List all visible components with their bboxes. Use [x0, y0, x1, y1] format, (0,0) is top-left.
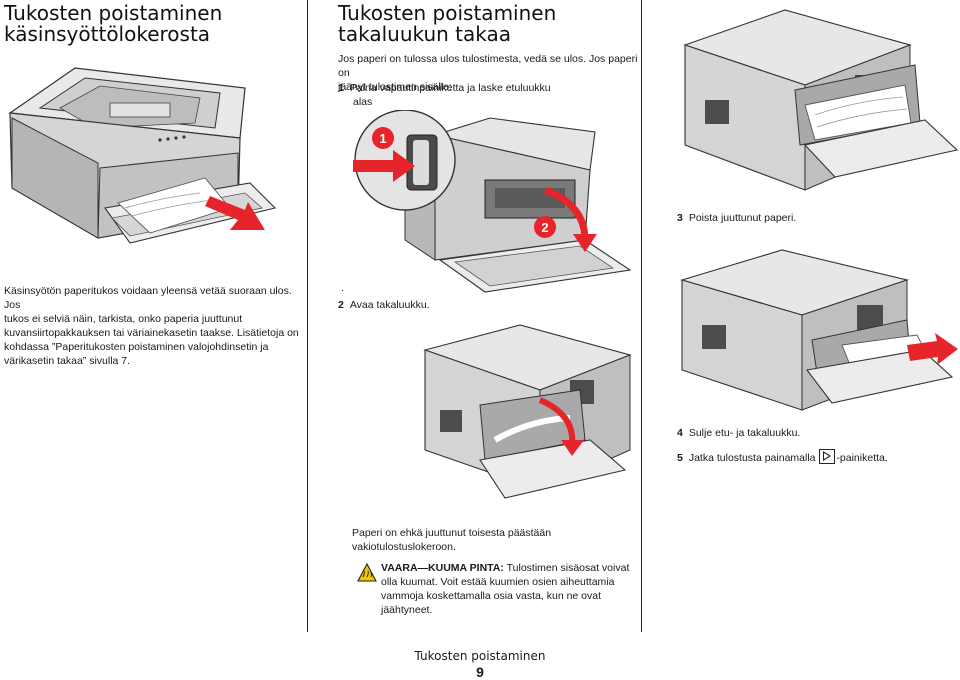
note-line: Paperi on ehkä juuttunut toisesta päästä…	[352, 527, 552, 539]
step-1-text-line2: alas	[353, 96, 373, 108]
left-paragraph-line: kuvansiirtopakkauksen tai väriainekaseti…	[4, 327, 299, 339]
left-paragraph-line: kohdassa ”Paperitukosten poistaminen val…	[4, 341, 269, 353]
page-number: 9	[476, 664, 484, 680]
step-3-number: 3	[677, 212, 683, 224]
step-5: 5 Jatka tulostusta painamalla -painiketta…	[677, 449, 957, 465]
printer-illustration-rear-jam	[675, 5, 960, 200]
step-4: 4 Sulje etu- ja takaluukku.	[677, 426, 947, 440]
step-1-text-line1: Paina vapautinpainiketta ja laske etuluu…	[349, 82, 551, 94]
warning-text: VAARA—KUUMA PINTA: Tulostimen sisäosat v…	[381, 561, 636, 617]
column-divider-left	[307, 0, 308, 632]
stray-dot: .	[341, 282, 344, 294]
printer-illustration-rear-door	[400, 320, 635, 505]
left-paragraph: Käsinsyötön paperitukos voidaan yleensä …	[4, 284, 304, 368]
step-5-number: 5	[677, 452, 683, 464]
step-2-text: Avaa takaluukku.	[349, 299, 430, 311]
play-button-icon	[819, 449, 836, 464]
printer-illustration-front-door: 1 2	[345, 110, 635, 295]
left-title-line2: käsinsyöttölokerosta	[4, 22, 211, 46]
middle-intro-line: jäänyt tulostimen sisälle:	[338, 81, 452, 93]
warning-label: VAARA—KUUMA PINTA:	[381, 562, 504, 574]
callout-2: 2	[541, 220, 548, 235]
middle-section: Tukosten poistaminen takaluukun takaa	[338, 3, 638, 45]
warning-first-line: Tulostimen sisäosat voivat	[503, 562, 630, 574]
note-line: vakiotulostuslokeroon.	[352, 541, 456, 553]
step-5-text-after: -painiketta.	[836, 452, 888, 464]
left-title: Tukosten poistaminen käsinsyöttölokerost…	[4, 3, 304, 45]
middle-title-line2: takaluukun takaa	[338, 22, 512, 46]
left-paragraph-line: Käsinsyötön paperitukos voidaan yleensä …	[4, 285, 292, 311]
left-paragraph-line: värikasetin takaa” sivulla 7.	[4, 355, 131, 367]
step-3: 3 Poista juuttunut paperi.	[677, 211, 947, 225]
footer-title: Tukosten poistaminen	[414, 649, 546, 663]
callout-1: 1	[379, 131, 386, 146]
warning-line: vammoja koskettamalla osia vasta, kun ne…	[381, 590, 602, 602]
printer-illustration-manual-feeder	[0, 58, 300, 258]
step-5-text-before: Jatka tulostusta painamalla	[688, 452, 816, 464]
middle-title: Tukosten poistaminen takaluukun takaa	[338, 3, 638, 45]
printer-illustration-remove-paper	[672, 245, 960, 415]
left-section: Tukosten poistaminen käsinsyöttölokerost…	[4, 3, 304, 45]
column-divider-right	[641, 0, 642, 632]
step-2: 2 Avaa takaluukku.	[338, 298, 628, 312]
middle-intro-line: Jos paperi on tulossa ulos tulostimesta,…	[338, 53, 638, 79]
note-paragraph: Paperi on ehkä juuttunut toisesta päästä…	[352, 526, 632, 554]
warning-icon	[357, 563, 377, 583]
step-3-text: Poista juuttunut paperi.	[688, 212, 797, 224]
step-4-number: 4	[677, 427, 683, 439]
warning-line: jäähtyneet.	[381, 604, 433, 616]
step-2-number: 2	[338, 299, 344, 311]
warning-line: olla kuumat. Voit estää kuumien osien ai…	[381, 576, 615, 588]
middle-title-line1: Tukosten poistaminen	[338, 1, 557, 25]
step-1-number: 1	[338, 82, 344, 94]
step-4-text: Sulje etu- ja takaluukku.	[688, 427, 801, 439]
step-1: 1 Paina vapautinpainiketta ja laske etulu…	[338, 81, 628, 109]
left-paragraph-line: tukos ei selviä näin, tarkista, onko pap…	[4, 313, 243, 325]
left-title-line1: Tukosten poistaminen	[4, 1, 223, 25]
middle-intro: Jos paperi on tulossa ulos tulostimesta,…	[338, 52, 638, 94]
